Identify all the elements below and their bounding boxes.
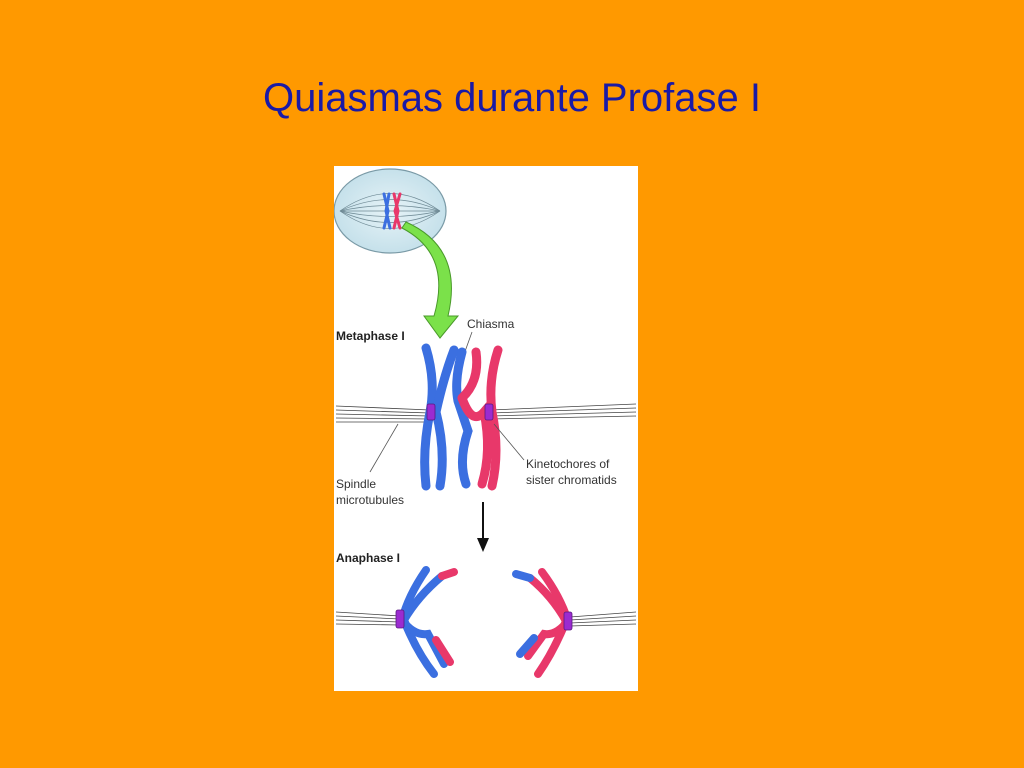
stage-label-anaphase: Anaphase I xyxy=(336,551,400,565)
label-kinetochores-line1: Kinetochores of xyxy=(526,457,610,471)
down-arrow-icon xyxy=(477,502,489,552)
anaphase-spindle-right xyxy=(569,611,637,627)
metaphase-kinetochore-left xyxy=(426,403,436,421)
anaphase-spindle-left xyxy=(335,611,401,626)
stage-label-metaphase: Metaphase I xyxy=(336,329,405,343)
green-arrow-icon xyxy=(401,221,460,339)
metaphase-kinetochore-right xyxy=(484,403,494,421)
label-spindle-line1: Spindle xyxy=(336,477,376,491)
meiosis-diagram: Metaphase I Chiasma xyxy=(334,168,637,678)
meiosis-figure: Metaphase I Chiasma xyxy=(334,166,638,691)
metaphase-spindle xyxy=(335,403,637,423)
label-chiasma: Chiasma xyxy=(467,317,515,331)
kinetochores-leader-line xyxy=(493,423,525,461)
anaphase-kinetochore-right xyxy=(563,611,573,631)
label-spindle-line2: microtubules xyxy=(336,493,404,507)
label-kinetochores-line2: sister chromatids xyxy=(526,473,617,487)
anaphase-chromosome-right xyxy=(512,568,572,678)
anaphase-kinetochore-left xyxy=(395,609,405,629)
anaphase-chromosome-left xyxy=(398,566,458,678)
spindle-leader-line xyxy=(369,423,399,473)
slide-title: Quiasmas durante Profase I xyxy=(262,76,762,120)
cell-chromosomes xyxy=(382,192,402,230)
